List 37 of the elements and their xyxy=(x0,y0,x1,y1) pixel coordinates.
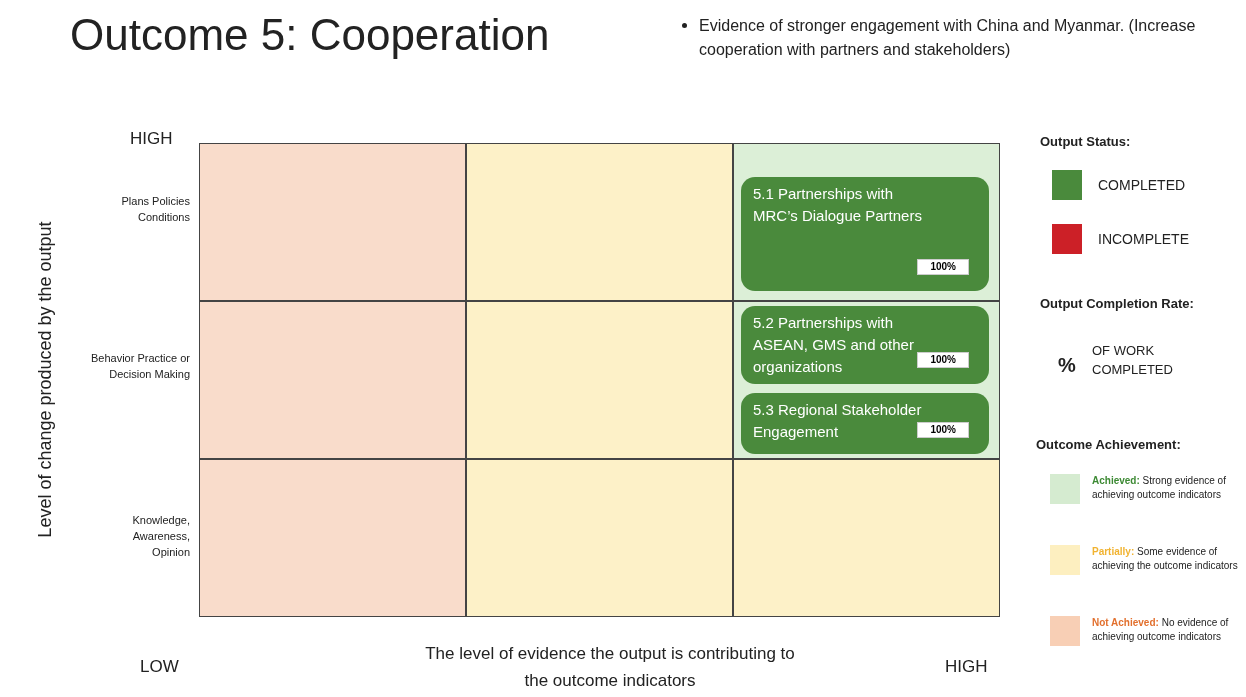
title: Outcome 5: Cooperation xyxy=(70,9,550,61)
output-title: 5.1 Partnerships with MRC’s Dialogue Partners xyxy=(753,184,923,226)
matrix-cell xyxy=(733,143,1000,301)
completion-rate: 100% xyxy=(917,259,969,275)
legend-text: Achieved: Strong evidence of achieving outcome indicators xyxy=(1092,474,1227,502)
bullet-text: Evidence of stronger engagement with China and Myanmar. (Increase cooperation with partners and stakeholders) xyxy=(699,16,1197,60)
axis-label: LOW xyxy=(140,656,179,678)
legend-text: Not Achieved: No evidence of achieving outcome indicators xyxy=(1092,616,1230,644)
matrix-cell xyxy=(466,459,733,617)
legend-text: OF WORK COMPLETED xyxy=(1092,342,1174,379)
row-label: Behavior Practice or Decision Making xyxy=(89,351,190,382)
legend-heading: Output Completion Rate: xyxy=(1040,295,1195,312)
matrix-cell xyxy=(199,301,466,459)
matrix-cell xyxy=(466,301,733,459)
matrix-cell xyxy=(199,459,466,617)
axis-label: HIGH xyxy=(945,656,988,678)
output-title: 5.2 Partnerships with ASEAN, GMS and other organizations xyxy=(753,313,915,377)
legend-text: COMPLETED xyxy=(1098,175,1186,195)
axis-label: HIGH xyxy=(130,128,173,150)
matrix-cell xyxy=(466,143,733,301)
matrix-cell xyxy=(199,143,466,301)
completion-rate: 100% xyxy=(917,422,969,438)
axis-title: Level of change produced by the output xyxy=(33,220,56,540)
completion-rate: 100% xyxy=(917,352,969,368)
output-box xyxy=(741,177,989,291)
output-box xyxy=(741,306,989,384)
row-label: Knowledge, Awareness, Opinion xyxy=(131,513,190,560)
percent-sign: % xyxy=(1058,353,1076,378)
row-label: Plans Policies Conditions xyxy=(120,194,190,225)
legend-heading: Outcome Achievement: xyxy=(1036,436,1181,454)
legend-text: INCOMPLETE xyxy=(1098,229,1189,249)
legend-text: Partially: Some evidence of achieving the outcome indicators xyxy=(1092,545,1239,573)
output-box xyxy=(741,393,989,454)
matrix-cell xyxy=(733,459,1000,617)
matrix-cell xyxy=(733,301,1000,459)
legend-heading: Output Status: xyxy=(1040,133,1131,151)
axis-title: The level of evidence the output is contributing to the outcome indicators xyxy=(424,643,796,692)
